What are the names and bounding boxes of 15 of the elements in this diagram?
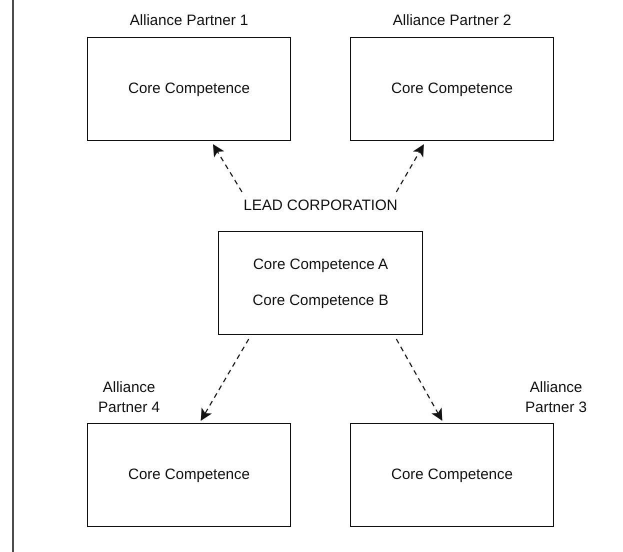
node-heading: Alliance Partner 1 <box>128 12 250 30</box>
competence-text: Core Competence <box>128 466 250 484</box>
competence-text: Core Competence <box>128 80 250 98</box>
node-heading: Alliance Partner 2 <box>392 12 512 30</box>
competence-text: Core Competence <box>391 80 513 98</box>
dashed-arrow <box>396 144 424 192</box>
node-heading: Alliance Partner 4 <box>97 378 161 418</box>
dashed-arrow <box>396 338 442 421</box>
node-heading: LEAD CORPORATION <box>242 197 398 215</box>
competence-text: Core Competence A <box>252 256 388 274</box>
competence-text: Core Competence B <box>252 292 388 310</box>
node-heading: Alliance Partner 3 <box>524 378 588 418</box>
dashed-arrow <box>212 144 242 192</box>
dashed-arrow <box>200 338 250 421</box>
competence-text: Core Competence <box>391 466 513 484</box>
